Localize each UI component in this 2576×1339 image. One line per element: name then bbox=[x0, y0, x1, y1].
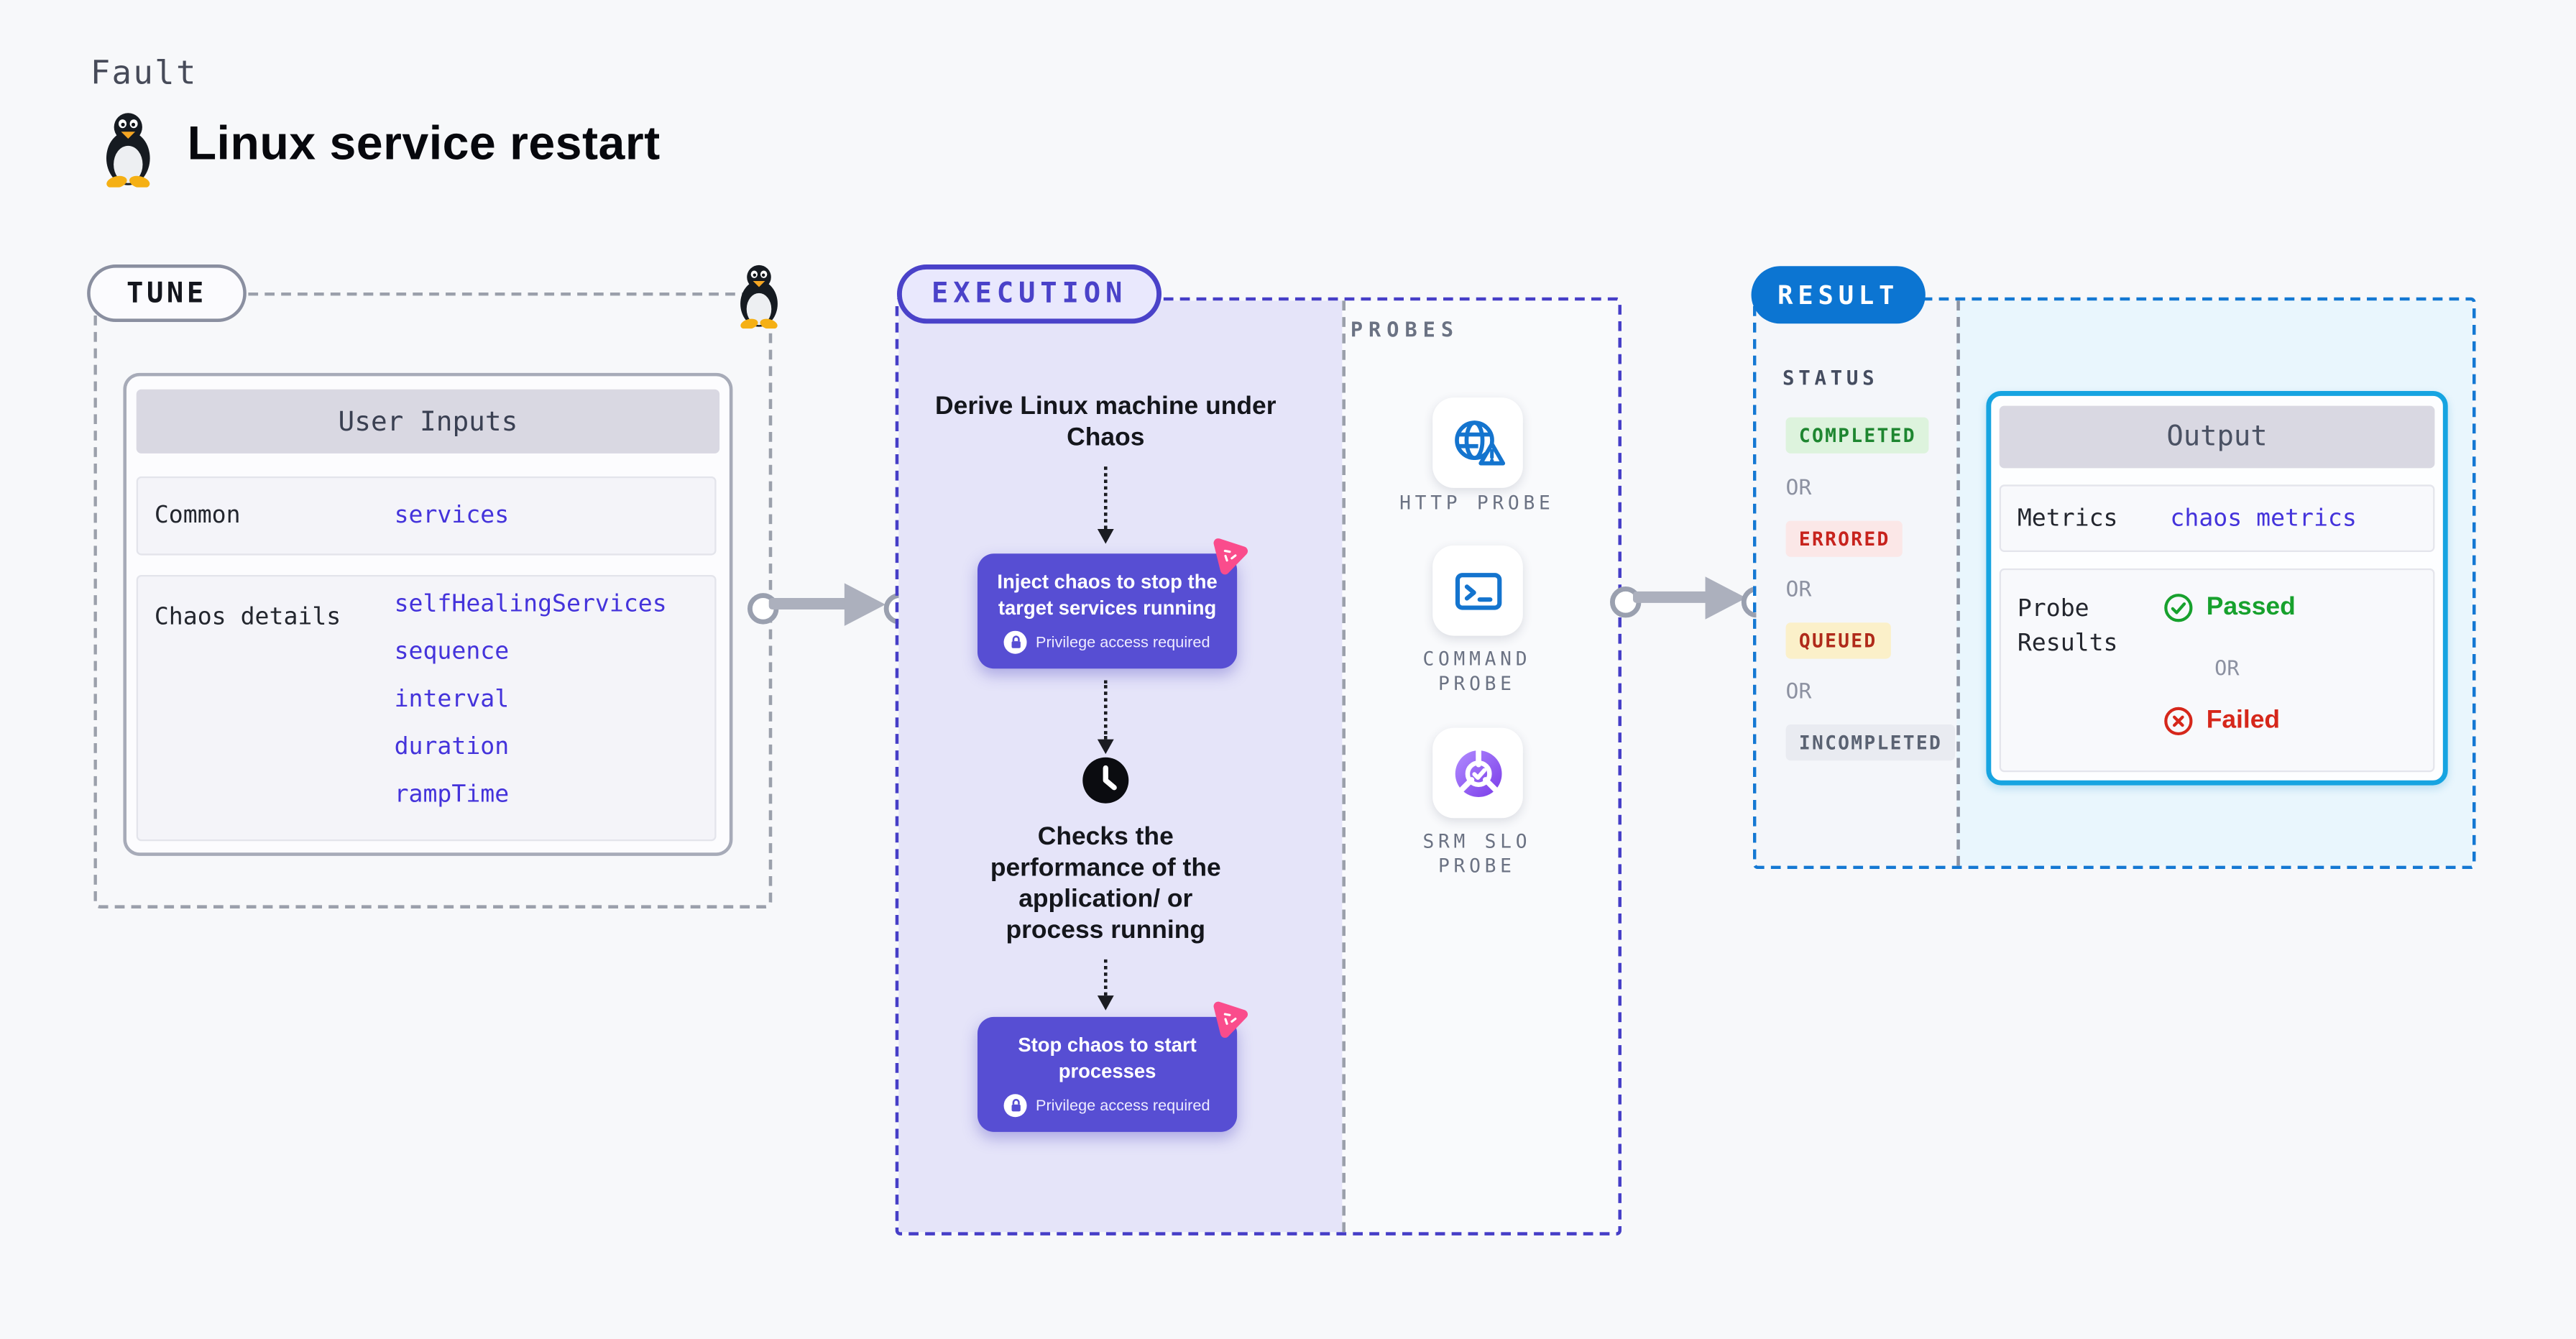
srm-slo-probe-card[interactable] bbox=[1432, 727, 1523, 819]
input-link-duration[interactable]: duration bbox=[394, 734, 510, 761]
x-circle-icon bbox=[2164, 707, 2193, 736]
inject-chaos-node[interactable]: Inject chaos to stop the target services… bbox=[977, 553, 1238, 669]
user-inputs-header: User Inputs bbox=[136, 389, 720, 454]
probe-label: HTTP PROBE bbox=[1399, 491, 1555, 515]
metrics-label: Metrics bbox=[2017, 505, 2118, 533]
fault-kicker: Fault bbox=[90, 52, 198, 92]
input-link-ramptime[interactable]: rampTime bbox=[394, 781, 510, 809]
step-checks-performance: Checks the performance of the applicatio… bbox=[990, 823, 1221, 945]
input-link-interval[interactable]: interval bbox=[394, 686, 510, 713]
chaos-logo-icon bbox=[1213, 1001, 1248, 1038]
dotted-arrow-icon bbox=[1103, 680, 1108, 740]
dotted-arrow-icon bbox=[1103, 959, 1108, 996]
dotted-arrow-head-icon bbox=[1097, 995, 1114, 1011]
passed-text: Passed bbox=[2206, 593, 2296, 621]
tune-badge: TUNE bbox=[87, 264, 247, 322]
output-header: Output bbox=[1999, 405, 2435, 469]
command-probe-card[interactable] bbox=[1432, 545, 1523, 636]
status-badge-completed: COMPLETED bbox=[1785, 417, 1930, 454]
probes-label: PROBES bbox=[1350, 317, 1460, 342]
table-row: Common services bbox=[136, 476, 717, 556]
tux-corner-icon bbox=[740, 264, 778, 329]
status-badge-errored: ERRORED bbox=[1785, 520, 1903, 557]
dotted-arrow-icon bbox=[1103, 466, 1108, 529]
http-probe-card[interactable] bbox=[1432, 397, 1523, 488]
result-badge: RESULT bbox=[1751, 266, 1926, 324]
status-badge-incompleted: INCOMPLETED bbox=[1785, 724, 1956, 761]
passed-result: Passed bbox=[2162, 592, 2296, 625]
or-separator: OR bbox=[1785, 476, 1812, 502]
or-separator: OR bbox=[1785, 578, 1812, 603]
status-pane bbox=[1756, 300, 1957, 866]
probe-label: SRM SLO PROBE bbox=[1422, 829, 1532, 878]
chaos-metrics-link[interactable]: chaos metrics bbox=[2170, 505, 2357, 533]
row-label: Chaos details bbox=[154, 604, 341, 631]
input-link-sequence[interactable]: sequence bbox=[394, 639, 510, 666]
row-label: Common bbox=[154, 502, 241, 529]
slo-gauge-icon bbox=[1454, 745, 1501, 796]
arrow-right-head-icon bbox=[844, 583, 886, 626]
stop-chaos-title: Stop chaos to start processes bbox=[1018, 1033, 1197, 1082]
input-link-selfhealingservices[interactable]: selfHealingServices bbox=[394, 591, 667, 618]
dotted-arrow-head-icon bbox=[1097, 739, 1114, 755]
probe-results-row: Probe Results Passed OR Failed bbox=[1999, 568, 2435, 773]
chaos-logo-icon bbox=[1213, 538, 1248, 575]
globe-alert-icon bbox=[1455, 420, 1506, 465]
input-link-services[interactable]: services bbox=[394, 502, 510, 529]
lock-icon bbox=[1004, 1094, 1028, 1118]
status-label: STATUS bbox=[1782, 366, 1879, 390]
or-separator: OR bbox=[2214, 655, 2240, 681]
status-badge-queued: QUEUED bbox=[1785, 622, 1890, 659]
clock-icon bbox=[1082, 757, 1129, 804]
or-separator: OR bbox=[1785, 680, 1812, 705]
table-row: Chaos details selfHealingServices sequen… bbox=[136, 574, 717, 842]
failed-text: Failed bbox=[2206, 706, 2281, 735]
arrow-right-head-icon bbox=[1705, 576, 1747, 620]
arrow-right-icon bbox=[768, 597, 848, 609]
page-title: Linux service restart bbox=[187, 118, 661, 171]
arrow-right-icon bbox=[1632, 591, 1709, 603]
check-circle-icon bbox=[2164, 594, 2193, 622]
tux-icon bbox=[106, 113, 150, 188]
execution-badge: EXECUTION bbox=[896, 264, 1162, 324]
stop-chaos-node[interactable]: Stop chaos to start processes Privilege … bbox=[977, 1016, 1238, 1132]
lock-icon bbox=[1004, 630, 1028, 654]
dotted-arrow-head-icon bbox=[1097, 528, 1114, 544]
terminal-icon bbox=[1454, 571, 1501, 609]
failed-result: Failed bbox=[2162, 705, 2280, 738]
step-derive-machine: Derive Linux machine under Chaos bbox=[935, 392, 1276, 452]
probe-results-label: Probe Results bbox=[2017, 596, 2118, 658]
metrics-row: Metrics chaos metrics bbox=[1999, 484, 2435, 552]
privilege-note: Privilege access required bbox=[1035, 1096, 1210, 1115]
inject-chaos-title: Inject chaos to stop the target services… bbox=[997, 570, 1218, 619]
probe-label: COMMAND PROBE bbox=[1422, 647, 1532, 695]
privilege-note: Privilege access required bbox=[1035, 633, 1210, 652]
